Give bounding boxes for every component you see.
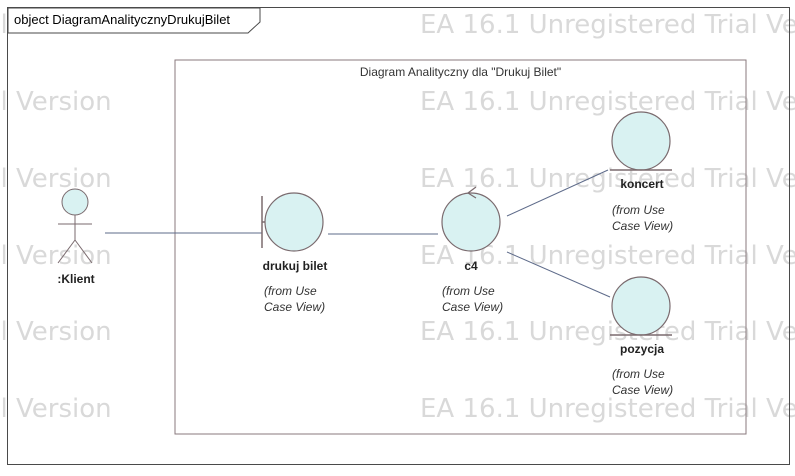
control-object[interactable]: [441, 186, 501, 252]
control-note-line1: (from Use: [442, 284, 495, 298]
boundary-note-line1: (from Use: [264, 284, 317, 298]
koncert-note-line2: Case View): [612, 219, 674, 233]
link-control-koncert[interactable]: [506, 169, 609, 217]
frame-tab-shape: [7, 7, 261, 34]
koncert-note-line1: (from Use: [612, 203, 665, 217]
pozycja-note-line2: Case View): [612, 383, 674, 397]
actor-figure[interactable]: [57, 188, 93, 264]
boundary-name: drukuj bilet: [262, 259, 328, 273]
pozycja-name: pozycja: [619, 342, 664, 356]
boundary-object[interactable]: [261, 192, 324, 252]
pozycja-note: (from Use Case View): [612, 366, 673, 398]
entity-pozycja[interactable]: [610, 276, 672, 336]
control-note-line2: Case View): [442, 300, 504, 314]
control-note: (from Use Case View): [442, 283, 503, 315]
koncert-name: koncert: [620, 177, 664, 191]
link-control-pozycja[interactable]: [506, 251, 611, 298]
koncert-note: (from Use Case View): [612, 202, 673, 234]
entity-koncert[interactable]: [610, 111, 672, 171]
boundary-note-line2: Case View): [264, 300, 326, 314]
actor-label: :Klient: [57, 272, 95, 286]
diagram-frame: [7, 7, 790, 465]
control-name: c4: [464, 259, 478, 273]
boundary-title: Diagram Analityczny dla "Drukuj Bilet": [359, 65, 562, 79]
system-boundary[interactable]: [174, 59, 747, 435]
pozycja-note-line1: (from Use: [612, 367, 665, 381]
frame-label: object DiagramAnalitycznyDrukujBilet: [14, 12, 231, 27]
boundary-note: (from Use Case View): [264, 283, 325, 315]
